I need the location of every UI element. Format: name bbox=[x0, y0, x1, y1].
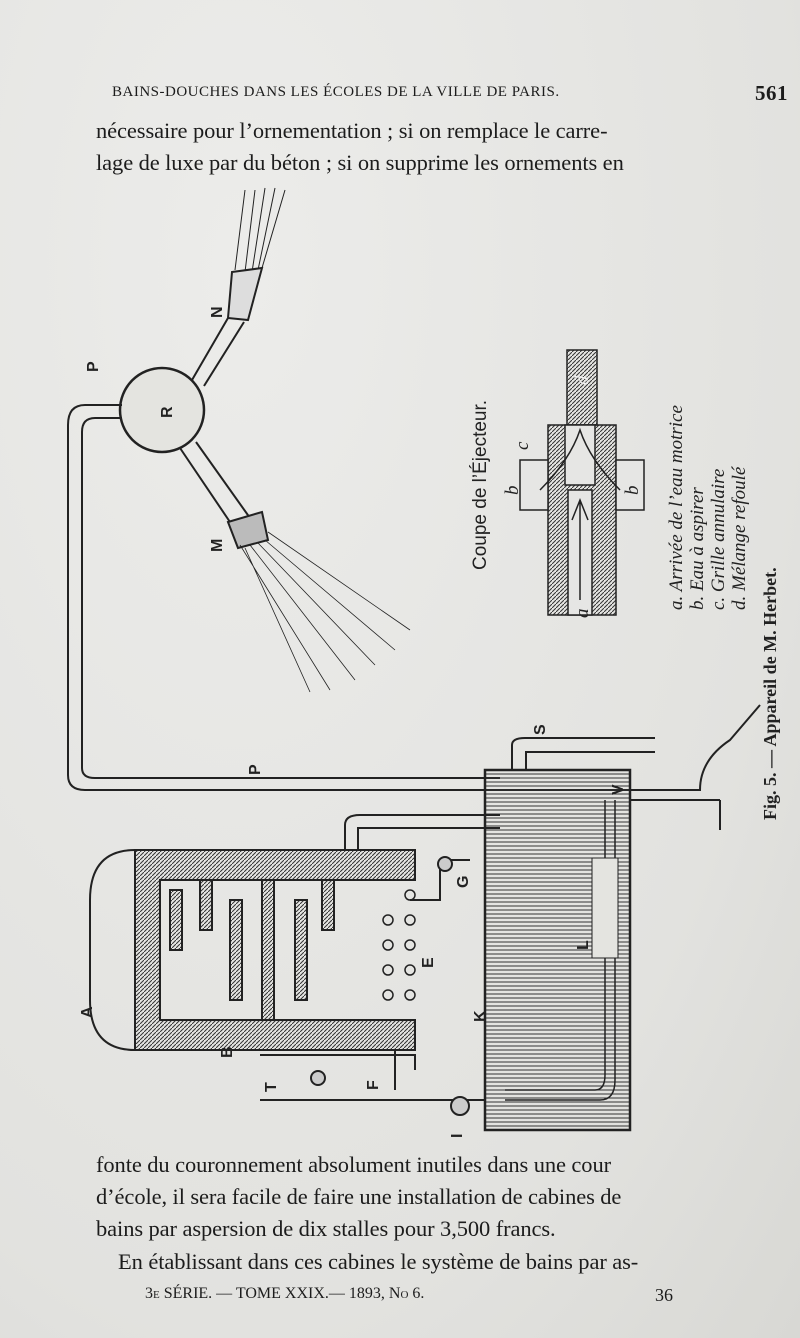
label-e: E bbox=[420, 957, 437, 968]
inset-label-b: b bbox=[622, 486, 643, 496]
figure-caption: Fig. 5. — Appareil de M. Herbet. bbox=[760, 567, 780, 820]
label-p: P bbox=[85, 361, 102, 372]
shower-nozzle-n bbox=[191, 187, 286, 387]
text-line: d’école, il sera facile de faire une ins… bbox=[96, 1184, 622, 1209]
inset-label-a: a bbox=[572, 609, 593, 619]
running-header: BAINS-DOUCHES DANS LES ÉCOLES DE LA VILL… bbox=[112, 81, 792, 105]
ejector-section bbox=[519, 349, 645, 616]
text-line: bains par aspersion de dix stalles pour … bbox=[96, 1216, 556, 1241]
legend-item: b. Eau à aspirer bbox=[687, 487, 708, 610]
inset-label-b: b bbox=[502, 486, 523, 496]
text-line: En établissant dans ces cabines le systè… bbox=[118, 1249, 639, 1274]
pipe-p bbox=[67, 404, 640, 791]
text-line: nécessaire pour l’ornementation ; si on … bbox=[96, 118, 608, 143]
running-title: BAINS-DOUCHES DANS LES ÉCOLES DE LA VILL… bbox=[112, 84, 560, 100]
label-n: N bbox=[209, 306, 226, 318]
series-info: 3e SÉRIE. — TOME XXIX.— 1893, No 6. bbox=[145, 1285, 425, 1302]
inset-title: Coupe de l’Éjecteur. bbox=[470, 400, 491, 570]
label-i: I bbox=[449, 1134, 466, 1138]
label-a: A bbox=[79, 1006, 96, 1018]
legend-item: d. Mélange refoulé bbox=[729, 465, 750, 610]
boiler bbox=[89, 814, 500, 1101]
text-line: fonte du couronnement absolument inutile… bbox=[96, 1152, 611, 1177]
label-v: V bbox=[610, 784, 627, 795]
footer-series: 3e SÉRIE. — TOME XXIX.— 1893, No 6. bbox=[145, 1285, 424, 1303]
inset-label-c: c bbox=[512, 441, 533, 450]
label-p: P bbox=[247, 764, 264, 775]
signature-mark: 36 bbox=[655, 1285, 673, 1305]
label-b: B bbox=[219, 1046, 236, 1058]
sphere-r bbox=[118, 366, 206, 454]
legend-item: c. Grille annulaire bbox=[708, 469, 729, 610]
label-s: S bbox=[532, 724, 549, 735]
label-g: G bbox=[455, 876, 472, 888]
label-l: L bbox=[575, 940, 592, 950]
text-line: lage de luxe par du béton ; si on suppri… bbox=[96, 150, 624, 175]
spray-nozzle-m bbox=[179, 441, 411, 693]
label-r: R bbox=[159, 406, 176, 418]
label-f: F bbox=[365, 1080, 382, 1090]
label-m: M bbox=[209, 539, 226, 552]
burners bbox=[382, 889, 416, 1001]
label-k: K bbox=[472, 1010, 489, 1022]
inset-label-d: d bbox=[572, 375, 593, 385]
page-number: 561 bbox=[755, 81, 788, 105]
label-t: T bbox=[263, 1082, 280, 1092]
legend-item: a. Arrivée de l’eau motrice bbox=[666, 405, 687, 610]
